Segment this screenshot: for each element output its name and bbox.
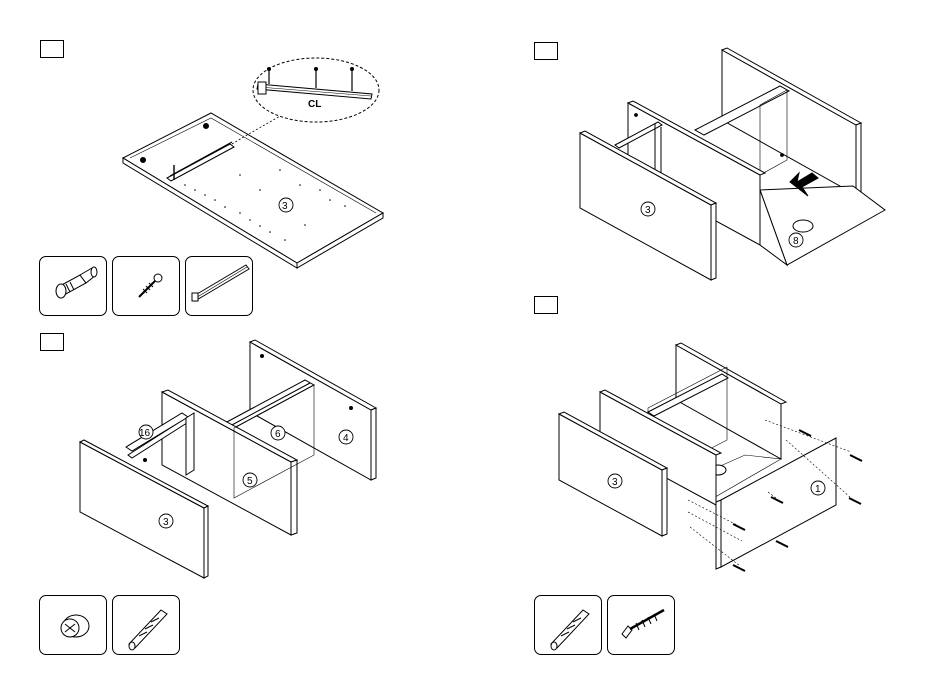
wood-dowel-icon: [535, 596, 603, 656]
panel-label-3: 3: [612, 477, 618, 488]
panel-label-1: 1: [815, 484, 821, 495]
wood-screw-icon: [608, 596, 676, 656]
wood-dowel-part: [534, 595, 602, 655]
wood-screw-part: [607, 595, 675, 655]
